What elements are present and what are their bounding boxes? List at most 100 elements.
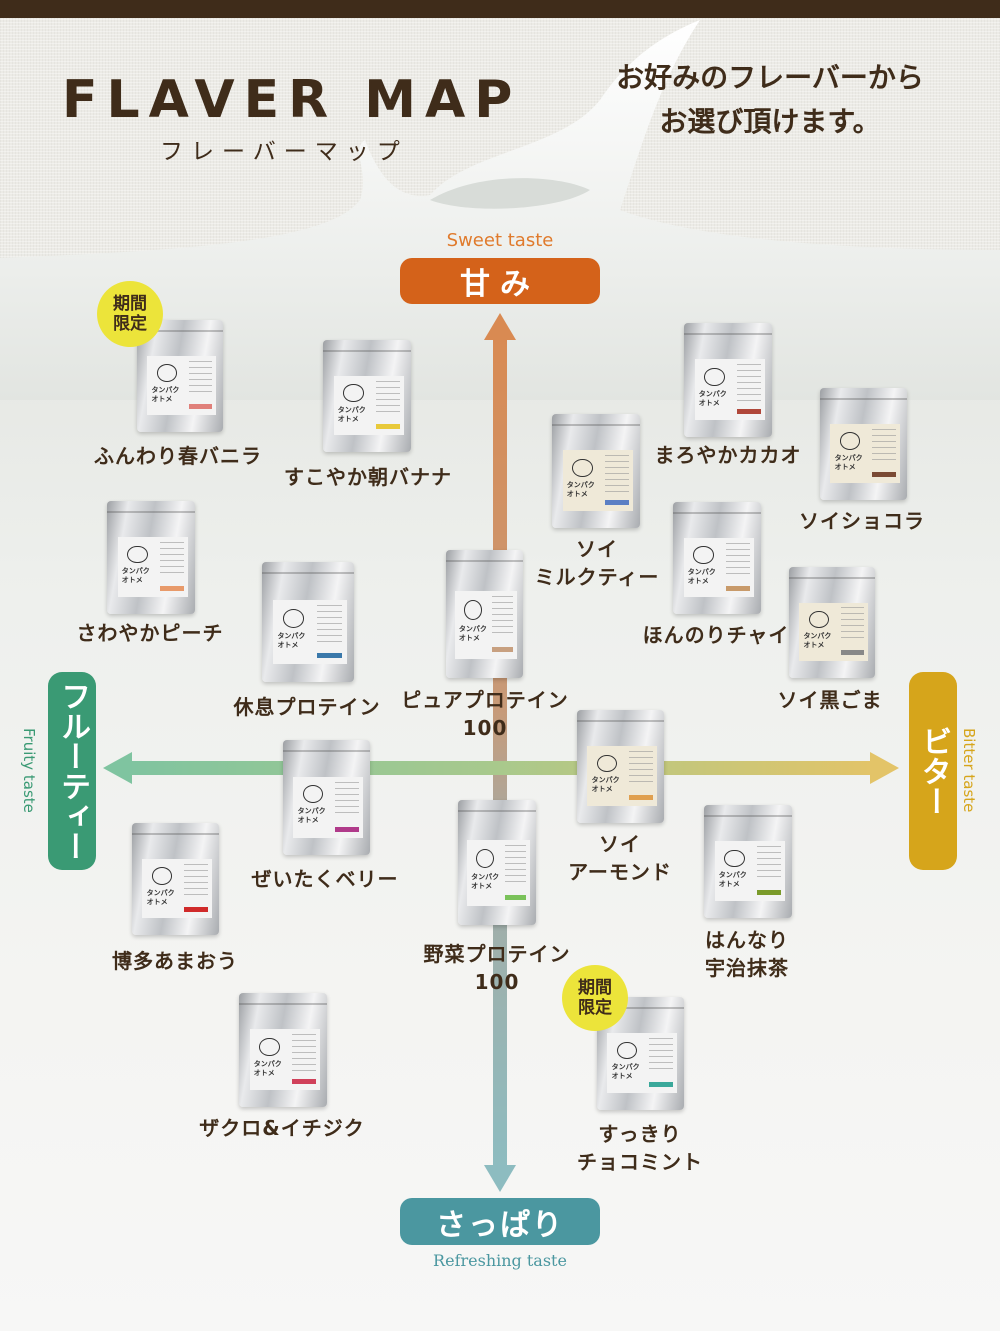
product-package: タンパク オトメ — [458, 800, 536, 925]
page-title: FLAVER MAP — [62, 70, 522, 130]
product-package: タンパク オトメ — [137, 320, 223, 432]
package-zip — [323, 350, 411, 352]
product-package: タンパク オトメ — [132, 823, 219, 935]
product-name: さわやかピーチ — [76, 621, 224, 645]
package-brand: タンパク オトメ — [718, 871, 747, 889]
tagline: お好みのフレーバーから お選び頂けます。 — [616, 61, 924, 138]
package-zip — [673, 512, 761, 514]
face-logo-icon — [127, 545, 148, 564]
package-zip — [283, 750, 370, 752]
face-logo-icon — [343, 384, 364, 402]
sweet-english-label: Sweet taste — [446, 230, 554, 251]
flavor-color-stripe — [604, 499, 629, 505]
package-label: タンパク オトメ — [694, 359, 765, 420]
fruity-axis-label: フルーティー — [48, 672, 96, 870]
package-zip — [789, 577, 875, 579]
package-zip — [239, 1003, 327, 1005]
product-name: すこやか朝バナナ — [284, 465, 452, 489]
package-label: タンパク オトメ — [117, 537, 188, 598]
top-bar — [0, 0, 1000, 18]
package-brand: タンパク オトメ — [698, 389, 727, 407]
package-brand: タンパク オトメ — [591, 776, 620, 794]
arrow-down-icon — [484, 1165, 516, 1192]
package-text-lines — [604, 455, 629, 492]
product-package: タンパク オトメ — [704, 805, 792, 918]
product-name: すっきり チョコミント — [577, 1122, 703, 1174]
product-name: ソイ黒ごま — [777, 688, 883, 712]
package-brand: タンパク オトメ — [151, 385, 180, 403]
package-brand: タンパク オトメ — [566, 480, 595, 498]
package-label: タンパク オトメ — [467, 840, 530, 907]
limited-edition-badge: 期間 限定 — [562, 965, 628, 1031]
package-label: タンパク オトメ — [333, 375, 404, 436]
package-zip — [458, 810, 536, 812]
product-package: タンパク オトメ — [446, 550, 523, 678]
package-label: タンパク オトメ — [830, 423, 901, 484]
package-text-lines — [840, 607, 864, 643]
face-logo-icon — [693, 546, 714, 564]
product-name: はんなり 宇治抹茶 — [705, 928, 789, 980]
product-package: タンパク オトメ — [577, 710, 664, 823]
flavor-color-stripe — [725, 586, 750, 592]
package-zip — [137, 330, 223, 332]
package-text-lines — [872, 428, 896, 465]
face-logo-icon — [156, 364, 177, 382]
product-name: ザクロ&イチジク — [199, 1116, 365, 1140]
package-label: タンパク オトメ — [147, 355, 217, 416]
product-package: タンパク オトメ — [262, 562, 354, 682]
flavor-color-stripe — [756, 890, 781, 896]
flavor-color-stripe — [159, 586, 184, 592]
package-text-lines — [335, 781, 359, 819]
limited-edition-badge: 期間 限定 — [97, 281, 163, 347]
arrow-right-icon — [870, 752, 899, 784]
product-name: ぜいたくベリー — [251, 867, 399, 891]
flavor-color-stripe — [629, 795, 653, 801]
flavor-color-stripe — [492, 647, 514, 653]
face-logo-icon — [617, 1041, 638, 1060]
flavor-color-stripe — [335, 826, 359, 832]
face-logo-icon — [808, 610, 829, 629]
face-logo-icon — [724, 849, 745, 868]
package-zip — [107, 511, 195, 513]
package-brand: タンパク オトメ — [146, 888, 175, 906]
product-name: 休息プロテイン — [233, 695, 381, 719]
package-zip — [552, 424, 640, 426]
refreshing-english-label: Refreshing taste — [433, 1251, 567, 1270]
flavor-color-stripe — [872, 472, 896, 478]
package-text-lines — [756, 845, 781, 882]
package-label: タンパク オトメ — [683, 537, 754, 598]
package-brand: タンパク オトメ — [471, 873, 500, 891]
package-label: タンパク オトメ — [607, 1033, 678, 1094]
refreshing-axis-label: さっぱり — [400, 1198, 600, 1245]
package-brand: タンパク オトメ — [458, 624, 487, 642]
product-package: タンパク オトメ — [283, 740, 370, 855]
package-brand: タンパク オトメ — [277, 632, 306, 650]
package-text-lines — [159, 541, 184, 578]
arrow-left-icon — [103, 752, 132, 784]
package-text-lines — [375, 380, 400, 417]
package-zip — [820, 398, 907, 400]
package-zip — [262, 572, 354, 574]
flavor-color-stripe — [291, 1078, 316, 1084]
package-label: タンパク オトメ — [293, 776, 364, 838]
product-name: 博多あまおう — [112, 949, 238, 973]
package-label: タンパク オトメ — [799, 602, 869, 662]
face-logo-icon — [476, 849, 495, 869]
package-text-lines — [725, 542, 750, 579]
package-label: タンパク オトメ — [273, 600, 347, 664]
product-package: タンパク オトメ — [107, 501, 195, 614]
product-package: タンパク オトメ — [789, 567, 875, 678]
product-package: タンパク オトメ — [684, 323, 772, 437]
package-zip — [446, 560, 523, 562]
product-name: 野菜プロテイン 100 — [423, 942, 571, 994]
package-text-lines — [188, 360, 212, 397]
flavor-color-stripe — [184, 907, 208, 913]
flavor-color-stripe — [317, 652, 343, 658]
flavor-color-stripe — [375, 424, 400, 430]
face-logo-icon — [303, 785, 324, 804]
face-logo-icon — [283, 609, 305, 628]
product-name: ピュアプロテイン 100 — [401, 688, 569, 740]
product-package: タンパク オトメ — [239, 993, 327, 1107]
product-package: タンパク オトメ — [552, 414, 640, 528]
package-zip — [132, 833, 219, 835]
